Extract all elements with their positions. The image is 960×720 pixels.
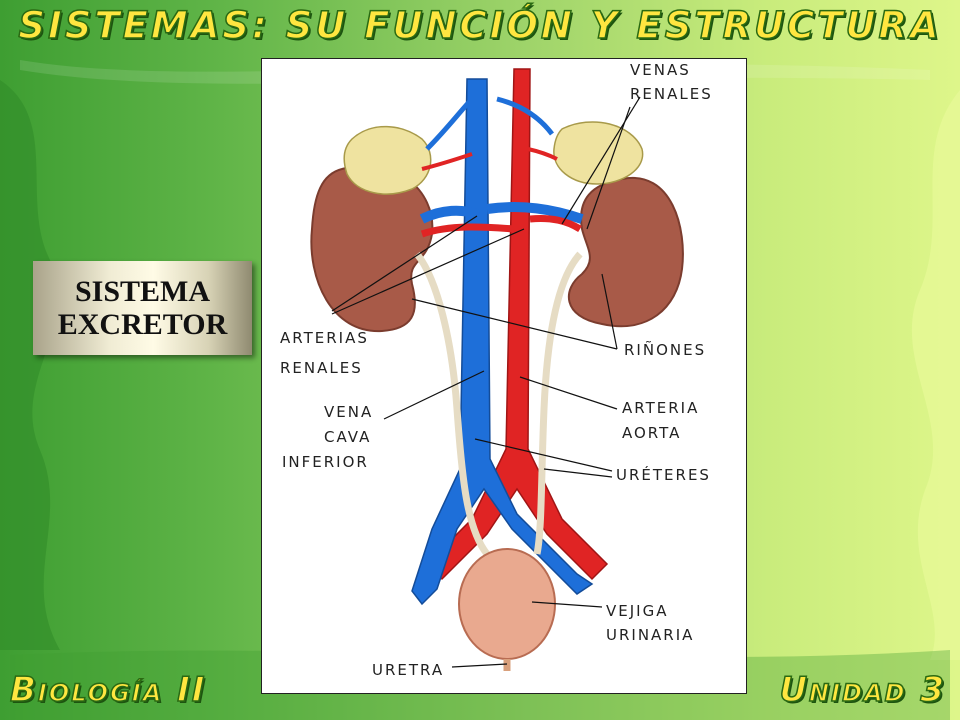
label-arteria-aorta-2: AORTA [622,424,682,442]
left-ureter [414,251,490,557]
leader-lines [331,96,641,668]
right-adrenal-gland [553,121,644,185]
left-adrenal-gland [343,125,432,195]
right-renal-artery [529,215,582,233]
label-arteria-aorta-1: ARTERIA [622,399,700,417]
right-ureter [533,251,583,555]
label-uretra: URETRA [372,661,445,679]
label-venas-renales-2: RENALES [630,85,713,103]
left-renal-artery [420,223,515,238]
label-venas-renales-1: VENAS [630,61,691,79]
left-renal-vein [419,205,479,224]
system-label-box: SISTEMA EXCRETOR [33,261,252,355]
label-arterias-renales-1: ARTERIAS [280,329,369,347]
anatomy-illustration [310,68,684,671]
label-vena-cava-2: CAVA [324,428,372,446]
system-label-line2: EXCRETOR [57,308,228,341]
label-vena-cava-1: VENA [324,403,374,421]
right-kidney [567,176,684,328]
footer-course-name: Biología II [9,669,207,711]
right-renal-vein [486,202,584,224]
label-rinones: RIÑONES [624,341,707,359]
vena-cava-inferior [411,78,594,606]
label-vena-cava-3: INFERIOR [282,453,369,471]
label-vejiga-1: VEJIGA [606,602,669,620]
footer-unit-number: Unidad 3 [779,669,946,711]
label-ureteres: URÉTERES [616,466,711,484]
excretory-system-diagram: VENAS RENALES ARTERIAS RENALES RIÑONES V… [261,58,747,694]
label-vejiga-2: URINARIA [606,626,695,644]
left-kidney [310,164,434,333]
slide-title: SISTEMAS: SU FUNCIÓN Y ESTRUCTURA [18,3,942,48]
system-label-line1: SISTEMA [74,275,211,308]
urinary-bladder [458,548,556,660]
label-arterias-renales-2: RENALES [280,359,363,377]
